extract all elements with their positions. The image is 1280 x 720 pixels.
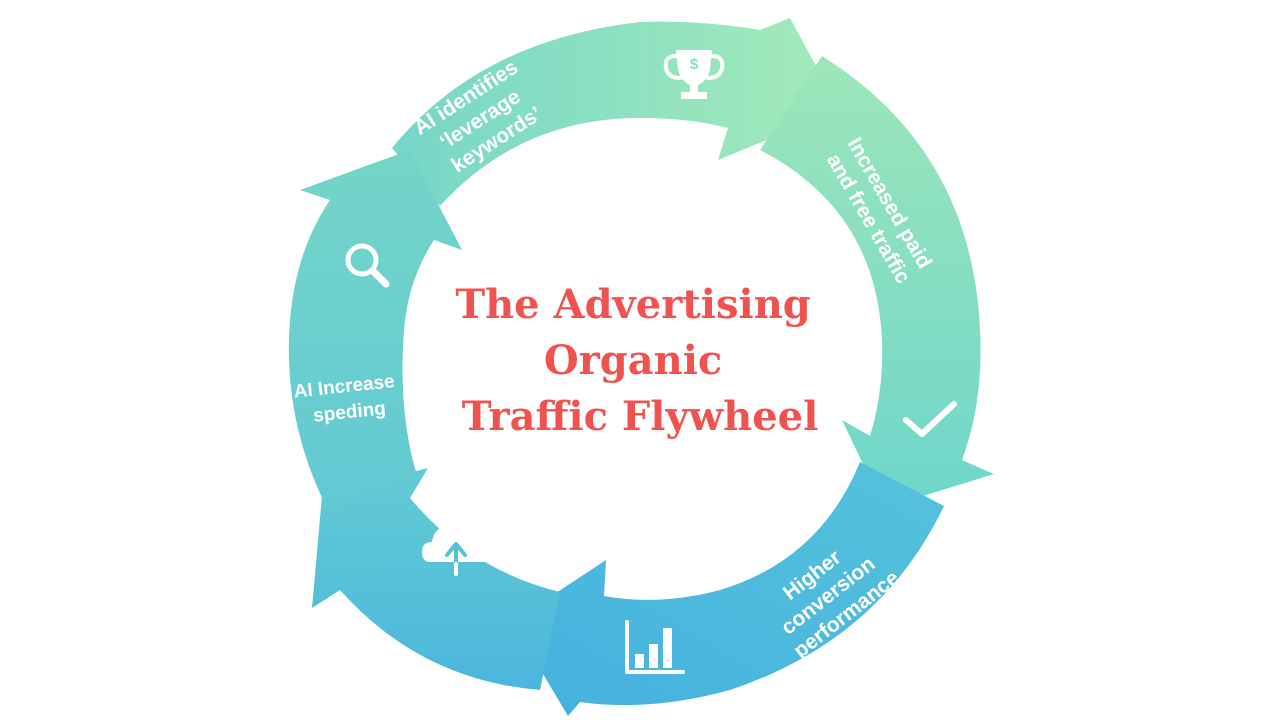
segment-search	[288, 150, 462, 510]
title-line-3: Traffic Flywheel	[462, 393, 819, 440]
svg-text:The Advertising Organic: The Advertising Organic Traffic Flywheel	[455, 281, 824, 440]
flywheel-ring	[288, 18, 994, 716]
segment-leverage-keywords	[392, 18, 840, 206]
diagram-title: The Advertising Organic Traffic Flywheel	[455, 281, 824, 440]
trophy-dollar-sign: $	[690, 56, 699, 73]
cloud-upload-icon	[422, 526, 493, 576]
segment-higher-conversion	[512, 462, 944, 716]
bar-chart-icon	[625, 620, 685, 674]
title-line-1: The Advertising	[455, 281, 810, 328]
checkmark-icon	[903, 401, 957, 437]
segment-increased-traffic	[760, 56, 994, 508]
title-line-2: Organic	[544, 337, 722, 384]
trophy-icon: $	[663, 50, 725, 99]
search-icon	[345, 243, 390, 288]
segment-ai-increase-spending	[312, 468, 560, 690]
